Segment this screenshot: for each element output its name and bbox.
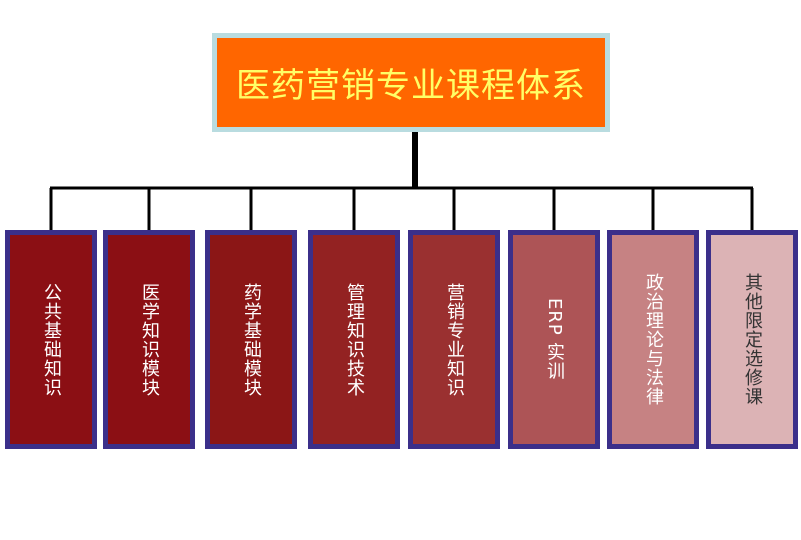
child-node: ERP 实训 [508, 230, 600, 449]
child-label: 公共基础知识 [41, 282, 62, 397]
child-node: 管理知识技术 [308, 230, 400, 449]
child-label: 其他限定选修课 [742, 273, 763, 406]
child-node: 其他限定选修课 [706, 230, 798, 449]
child-node: 医学知识模块 [103, 230, 195, 449]
child-label: 医学知识模块 [139, 282, 160, 397]
child-label: 营销专业知识 [444, 282, 465, 397]
child-node: 营销专业知识 [408, 230, 500, 449]
root-title: 医药营销专业课程体系 [236, 66, 586, 106]
child-node: 公共基础知识 [5, 230, 97, 449]
child-label: 药学基础模块 [241, 282, 262, 397]
child-label: ERP 实训 [544, 298, 565, 381]
child-node: 药学基础模块 [205, 230, 297, 449]
root-node: 医药营销专业课程体系 [212, 33, 610, 132]
child-label: 政治理论与法律 [643, 273, 664, 406]
child-node: 政治理论与法律 [607, 230, 699, 449]
child-label: 管理知识技术 [344, 282, 365, 397]
